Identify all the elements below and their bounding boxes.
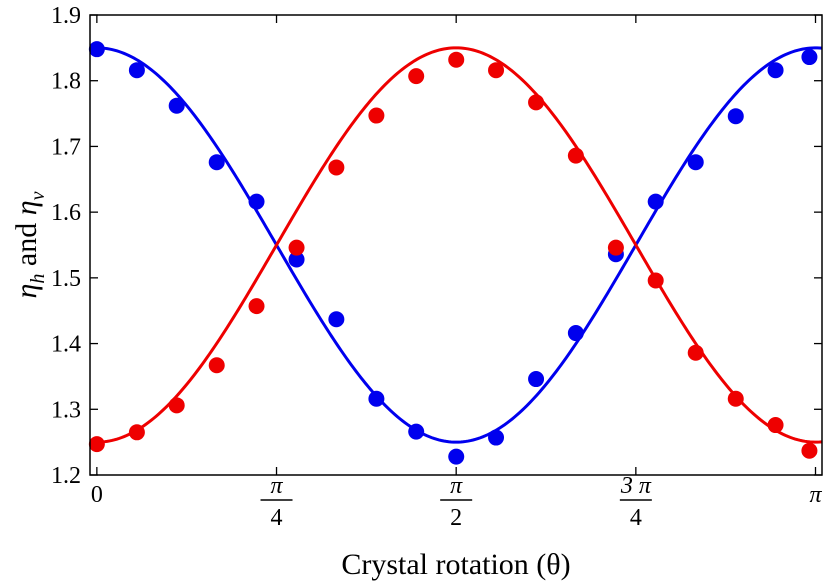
y-axis-title-and: and bbox=[10, 215, 43, 273]
y-axis-title-sub-v: v bbox=[27, 191, 49, 200]
data-point-s1-9 bbox=[448, 51, 465, 68]
y-tick-label-7: 1.9 bbox=[51, 3, 81, 29]
y-tick-label-1: 1.3 bbox=[51, 397, 81, 423]
data-point-s0-3 bbox=[208, 154, 225, 171]
data-point-s0-1 bbox=[128, 62, 145, 79]
x-tick-label-den-3: 4 bbox=[630, 505, 642, 531]
x-axis: 0 π 4 π 2 3 π 4 π bbox=[91, 15, 822, 531]
fit-curve-blue bbox=[90, 46, 822, 444]
x-axis-title: Crystal rotation (θ) bbox=[341, 548, 570, 581]
data-point-s1-8 bbox=[408, 68, 425, 85]
data-point-s0-4 bbox=[248, 193, 265, 210]
data-point-s0-7 bbox=[368, 390, 385, 407]
data-point-s1-12 bbox=[567, 147, 584, 164]
data-point-s1-11 bbox=[528, 94, 545, 111]
data-point-s1-5 bbox=[288, 239, 305, 256]
data-point-s1-14 bbox=[647, 272, 664, 289]
data-point-s1-18 bbox=[801, 442, 818, 459]
data-point-s0-18 bbox=[801, 49, 818, 66]
data-point-s1-16 bbox=[727, 390, 744, 407]
data-point-s0-16 bbox=[727, 108, 744, 125]
data-point-s0-12 bbox=[567, 325, 584, 342]
y-axis-title-eta-v: η bbox=[10, 200, 43, 215]
data-point-s1-13 bbox=[607, 239, 624, 256]
data-point-s0-9 bbox=[448, 448, 465, 465]
y-tick-label-2: 1.4 bbox=[51, 332, 81, 358]
data-point-s1-17 bbox=[767, 417, 784, 434]
data-point-s1-0 bbox=[88, 436, 105, 453]
data-point-s1-7 bbox=[368, 107, 385, 124]
data-point-s1-4 bbox=[248, 298, 265, 315]
x-tick-label-0: 0 bbox=[91, 482, 103, 508]
plot-frame bbox=[89, 14, 823, 476]
y-tick-label-3: 1.5 bbox=[51, 266, 81, 292]
data-point-s0-11 bbox=[528, 371, 545, 388]
x-tick-label-den-2: 2 bbox=[450, 505, 462, 531]
data-point-s0-5 bbox=[288, 251, 305, 268]
x-tick-label-den-1: 4 bbox=[271, 505, 283, 531]
y-tick-label-5: 1.7 bbox=[51, 134, 81, 160]
x-tick-label-num-3: 3 π bbox=[620, 473, 652, 499]
y-tick-label-0: 1.2 bbox=[51, 463, 81, 489]
data-point-s1-10 bbox=[488, 62, 505, 79]
y-axis-title-sub-h: h bbox=[27, 274, 49, 284]
fit-curves bbox=[90, 46, 822, 444]
data-point-s1-15 bbox=[687, 344, 704, 361]
data-point-s1-3 bbox=[208, 357, 225, 374]
data-point-s0-10 bbox=[488, 429, 505, 446]
fit-curve-red bbox=[90, 46, 822, 444]
data-points bbox=[88, 41, 818, 465]
y-tick-label-6: 1.8 bbox=[51, 69, 81, 95]
y-tick-label-4: 1.6 bbox=[51, 200, 81, 226]
x-tick-label-num-2: π bbox=[450, 473, 463, 499]
data-point-s1-6 bbox=[328, 159, 345, 176]
data-point-s1-2 bbox=[168, 397, 185, 414]
data-point-s1-1 bbox=[128, 424, 145, 441]
data-point-s0-2 bbox=[168, 97, 185, 114]
data-point-s0-8 bbox=[408, 423, 425, 440]
y-axis: 1.2 1.3 1.4 1.5 1.6 1.7 1.8 1.9 bbox=[51, 3, 822, 489]
x-tick-label-4: π bbox=[809, 482, 822, 508]
data-point-s0-15 bbox=[687, 154, 704, 171]
data-point-s0-14 bbox=[647, 193, 664, 210]
y-axis-title-eta-h: η bbox=[10, 284, 43, 299]
data-point-s0-17 bbox=[767, 62, 784, 79]
x-tick-label-num-1: π bbox=[271, 473, 284, 499]
y-axis-title: ηh and ηv bbox=[10, 191, 49, 298]
data-point-s0-0 bbox=[88, 41, 105, 58]
data-point-s0-6 bbox=[328, 311, 345, 328]
